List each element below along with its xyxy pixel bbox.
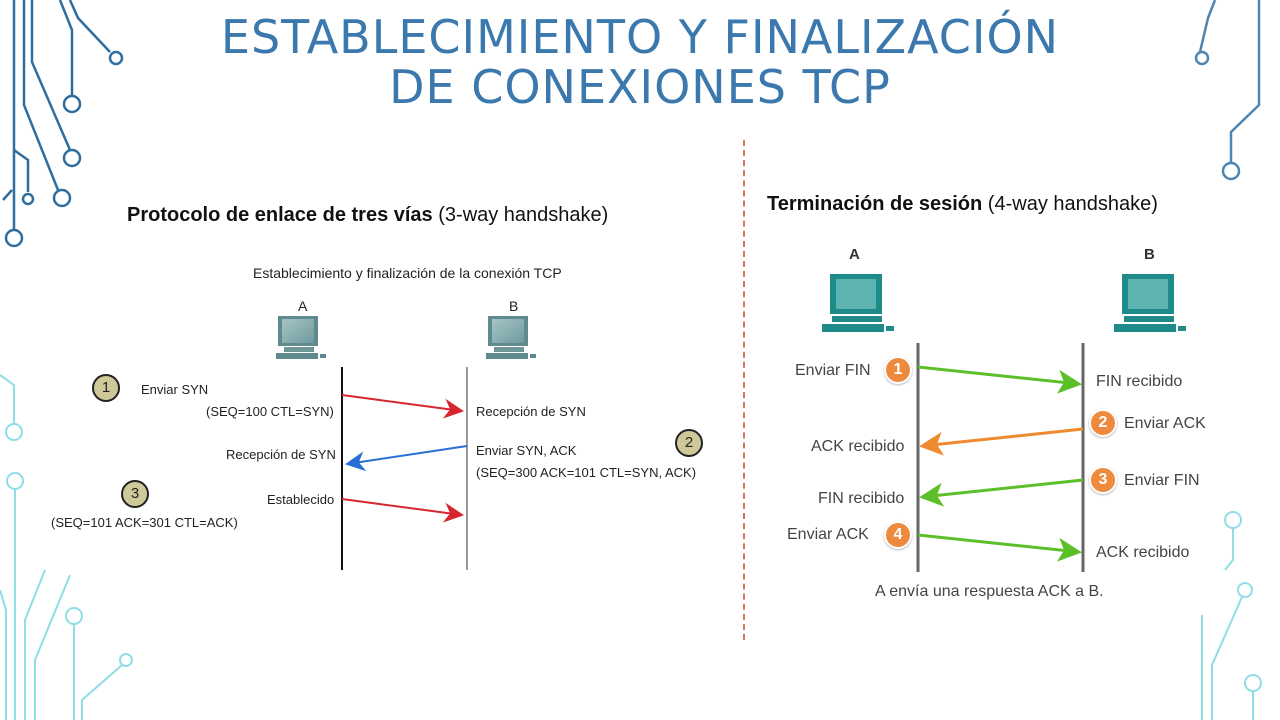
step-label: Establecido — [267, 492, 335, 507]
step-label: Enviar SYN — [141, 382, 209, 397]
receiver-label: ACK recibido — [1096, 544, 1190, 561]
host-a-label: A — [298, 298, 308, 314]
title-line-2: DE CONEXIONES TCP — [389, 60, 891, 114]
sender-label: Enviar FIN — [1124, 472, 1200, 489]
step-badge: 4 — [884, 521, 912, 549]
step-badge: 2 — [1089, 409, 1117, 437]
receiver-label: FIN recibido — [818, 490, 905, 507]
step-badge: 1 — [884, 356, 912, 384]
step-badge: 2 — [675, 429, 703, 457]
step-detail: (SEQ=300 ACK=101 CTL=SYN, ACK) — [476, 465, 697, 480]
step-badge: 1 — [92, 374, 120, 402]
receiver-label: Recepción de SYN — [476, 404, 586, 419]
sender-label: Enviar ACK — [787, 526, 869, 543]
computer-icon — [276, 316, 536, 359]
four-way-heading: Terminación de sesión (4-way handshake) — [767, 193, 1158, 215]
diagram-caption: A envía una respuesta ACK a B. — [875, 583, 1104, 600]
page-title: ESTABLECIMIENTO Y FINALIZACIÓN DE CONEXI… — [0, 12, 1280, 112]
title-line-1: ESTABLECIMIENTO Y FINALIZACIÓN — [220, 10, 1060, 64]
step-badge: 3 — [1089, 466, 1117, 494]
diagram-subtitle: Establecimiento y finalización de la con… — [253, 265, 562, 281]
step-label: Enviar SYN, ACK — [476, 443, 577, 458]
section-divider — [743, 140, 745, 640]
host-a-label: A — [849, 246, 860, 263]
host-b-label: B — [509, 298, 519, 314]
receiver-label: ACK recibido — [811, 438, 905, 455]
three-way-heading: Protocolo de enlace de tres vías (3-way … — [127, 204, 609, 226]
step-detail: (SEQ=101 ACK=301 CTL=ACK) — [51, 515, 238, 530]
host-b-label: B — [1144, 246, 1155, 263]
sender-label: Enviar FIN — [795, 362, 871, 379]
sender-label: Enviar ACK — [1124, 415, 1206, 432]
step-detail: (SEQ=100 CTL=SYN) — [206, 404, 334, 419]
step-badge: 3 — [121, 480, 149, 508]
receiver-label: Recepción de SYN — [226, 447, 336, 462]
computer-icon — [822, 274, 1186, 332]
receiver-label: FIN recibido — [1096, 373, 1183, 390]
